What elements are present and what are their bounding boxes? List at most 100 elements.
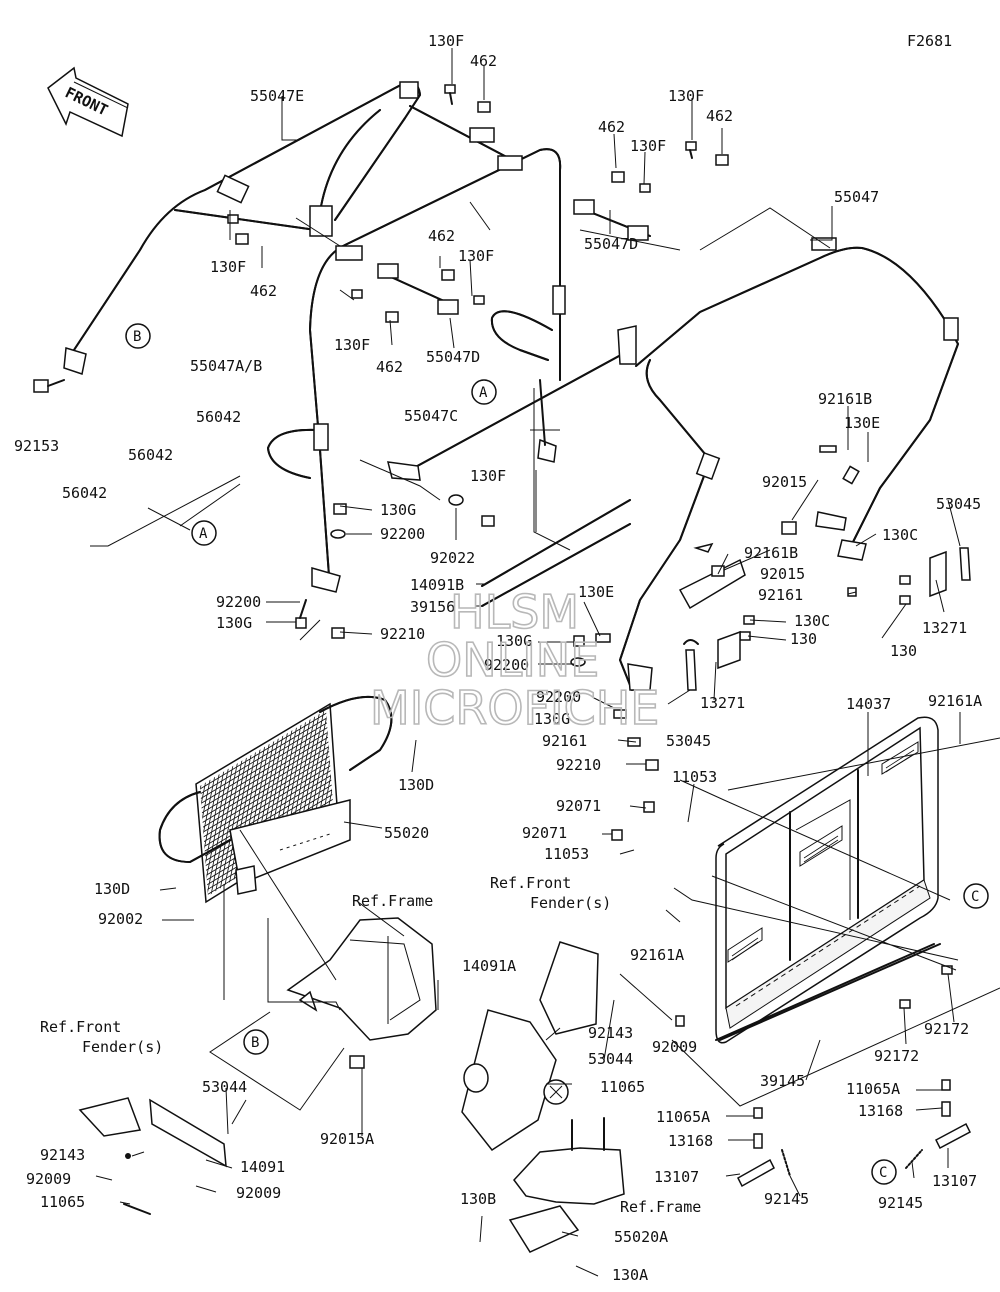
nut-icon — [235, 233, 249, 245]
bolt-icon — [473, 295, 485, 305]
part-label: 130F — [334, 336, 370, 354]
callout-label: B — [133, 329, 141, 345]
bolt-icon — [351, 289, 363, 299]
washer-icon — [570, 657, 586, 667]
part-label: 53044 — [588, 1050, 633, 1068]
part-label: 92015 — [760, 565, 805, 583]
ref-label: Ref.Front — [40, 1018, 121, 1036]
part-label: 92009 — [652, 1038, 697, 1056]
tailgate-mesh — [727, 741, 919, 963]
part-label: 92161A — [630, 946, 684, 964]
bolt-icon — [481, 515, 495, 527]
part-label: 92161 — [542, 732, 587, 750]
callout-circle-c: C — [963, 883, 989, 909]
upper-cross-tubes — [335, 105, 651, 315]
ref-label: Ref.Frame — [352, 892, 433, 910]
front-arrow-icon: FRONT — [47, 66, 129, 138]
tailgate-panel — [715, 716, 941, 1044]
part-label: 130F — [210, 258, 246, 276]
part-label: 130A — [612, 1266, 648, 1284]
part-label: 462 — [470, 52, 497, 70]
part-label: 11053 — [672, 768, 717, 786]
part-label: 92145 — [764, 1190, 809, 1208]
part-label: 462 — [598, 118, 625, 136]
part-label: 55020 — [384, 824, 429, 842]
callout-label: C — [879, 1165, 887, 1181]
part-label: 462 — [706, 107, 733, 125]
part-label: 462 — [428, 227, 455, 245]
part-label: 53045 — [666, 732, 711, 750]
callout-circle-b: B — [125, 323, 151, 349]
part-label: 130F — [668, 87, 704, 105]
part-label: 462 — [376, 358, 403, 376]
tailgate-latches — [627, 445, 971, 747]
part-label: 92200 — [536, 688, 581, 706]
callout-circle-c: C — [871, 1159, 897, 1185]
front-roll-cage-bar — [63, 81, 421, 375]
bolt-icon — [842, 465, 860, 485]
nut-icon — [781, 521, 797, 535]
ref-label: Fender(s) — [530, 894, 611, 912]
bolt-icon — [333, 503, 347, 515]
part-label: 55047A/B — [190, 357, 262, 375]
part-label: 130F — [428, 32, 464, 50]
part-label: 92210 — [556, 756, 601, 774]
bolt-icons — [33, 84, 911, 841]
nut-icon — [643, 801, 655, 813]
part-label: 130C — [794, 612, 830, 630]
washer-icon — [448, 494, 464, 506]
part-label: 14091A — [462, 957, 516, 975]
watermark-line: MICROFICHE — [370, 681, 659, 735]
part-label: 13168 — [858, 1102, 903, 1120]
ref-label: Ref.Front — [490, 874, 571, 892]
callout-circle-b: B — [243, 1029, 269, 1055]
callout-markers: A A B B C C — [125, 323, 989, 1185]
watermark: HLSM ONLINE MICROFICHE — [369, 584, 660, 736]
part-label: 130 — [890, 642, 917, 660]
part-label: 92015 — [762, 473, 807, 491]
part-label: 53044 — [202, 1078, 247, 1096]
bolt-icon — [899, 575, 911, 585]
part-label: 55047D — [584, 235, 638, 253]
part-label: 14037 — [846, 695, 891, 713]
tailgate-rod — [715, 943, 935, 1041]
part-label: 92210 — [380, 625, 425, 643]
rear-frame-reference — [508, 1117, 625, 1253]
part-label: 11053 — [544, 845, 589, 863]
part-label: 130E — [578, 583, 614, 601]
leader-lines — [90, 48, 1000, 1277]
callout-circle-a: A — [471, 379, 497, 405]
nut-icon — [477, 101, 491, 113]
part-label: 56042 — [62, 484, 107, 502]
callout-label: A — [199, 526, 208, 542]
part-label: 92161B — [818, 390, 872, 408]
part-label: 11065A — [656, 1108, 710, 1126]
part-label: 92200 — [380, 525, 425, 543]
nut-icon — [385, 311, 399, 323]
bolt-icon — [444, 84, 456, 105]
part-label: 55047 — [834, 188, 879, 206]
ref-label: Fender(s) — [82, 1038, 163, 1056]
tailgate-pins — [675, 965, 971, 1188]
part-label: 92145 — [878, 1194, 923, 1212]
watermark-line: HLSM — [450, 585, 579, 639]
bolt-icon — [573, 635, 585, 647]
part-label: 14091 — [240, 1158, 285, 1176]
front-fender-panels — [78, 941, 599, 1215]
part-label: 92161B — [744, 544, 798, 562]
part-label: 130D — [94, 880, 130, 898]
part-label: 13271 — [922, 619, 967, 637]
nut-icon — [645, 759, 659, 771]
part-label: 92143 — [588, 1024, 633, 1042]
part-label: 92200 — [484, 656, 529, 674]
part-label: 92161A — [928, 692, 982, 710]
part-label: 130G — [534, 710, 570, 728]
rear-roll-cage-bar — [619, 237, 959, 691]
part-label: 130 — [790, 630, 817, 648]
part-label: 92172 — [924, 1020, 969, 1038]
bolt-icon — [227, 214, 239, 224]
part-label: 92002 — [98, 910, 143, 928]
part-label: 130C — [882, 526, 918, 544]
part-label: 55047E — [250, 87, 304, 105]
